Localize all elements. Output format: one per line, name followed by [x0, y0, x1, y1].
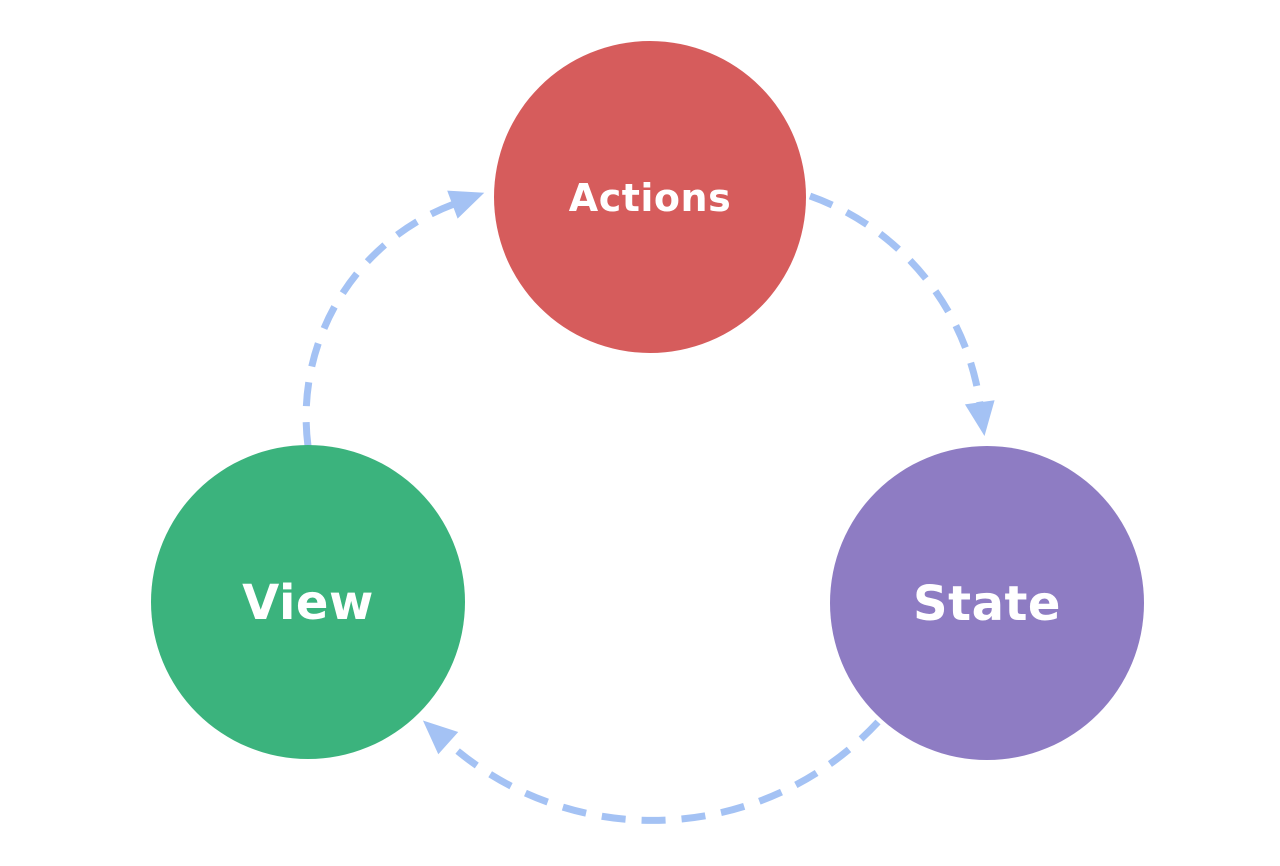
node-actions: Actions — [494, 41, 806, 353]
node-actions-label: Actions — [569, 176, 731, 220]
edge-view-to-actions — [302, 190, 485, 447]
edge-state-to-view — [422, 719, 881, 824]
node-state-circle — [830, 446, 1144, 760]
node-view-circle — [151, 445, 465, 759]
node-view: View — [151, 445, 465, 759]
edge-actions-to-state — [808, 192, 995, 436]
node-view-label: View — [242, 575, 374, 631]
node-actions-circle — [494, 41, 806, 353]
node-state: State — [830, 446, 1144, 760]
node-state-label: State — [913, 576, 1061, 632]
